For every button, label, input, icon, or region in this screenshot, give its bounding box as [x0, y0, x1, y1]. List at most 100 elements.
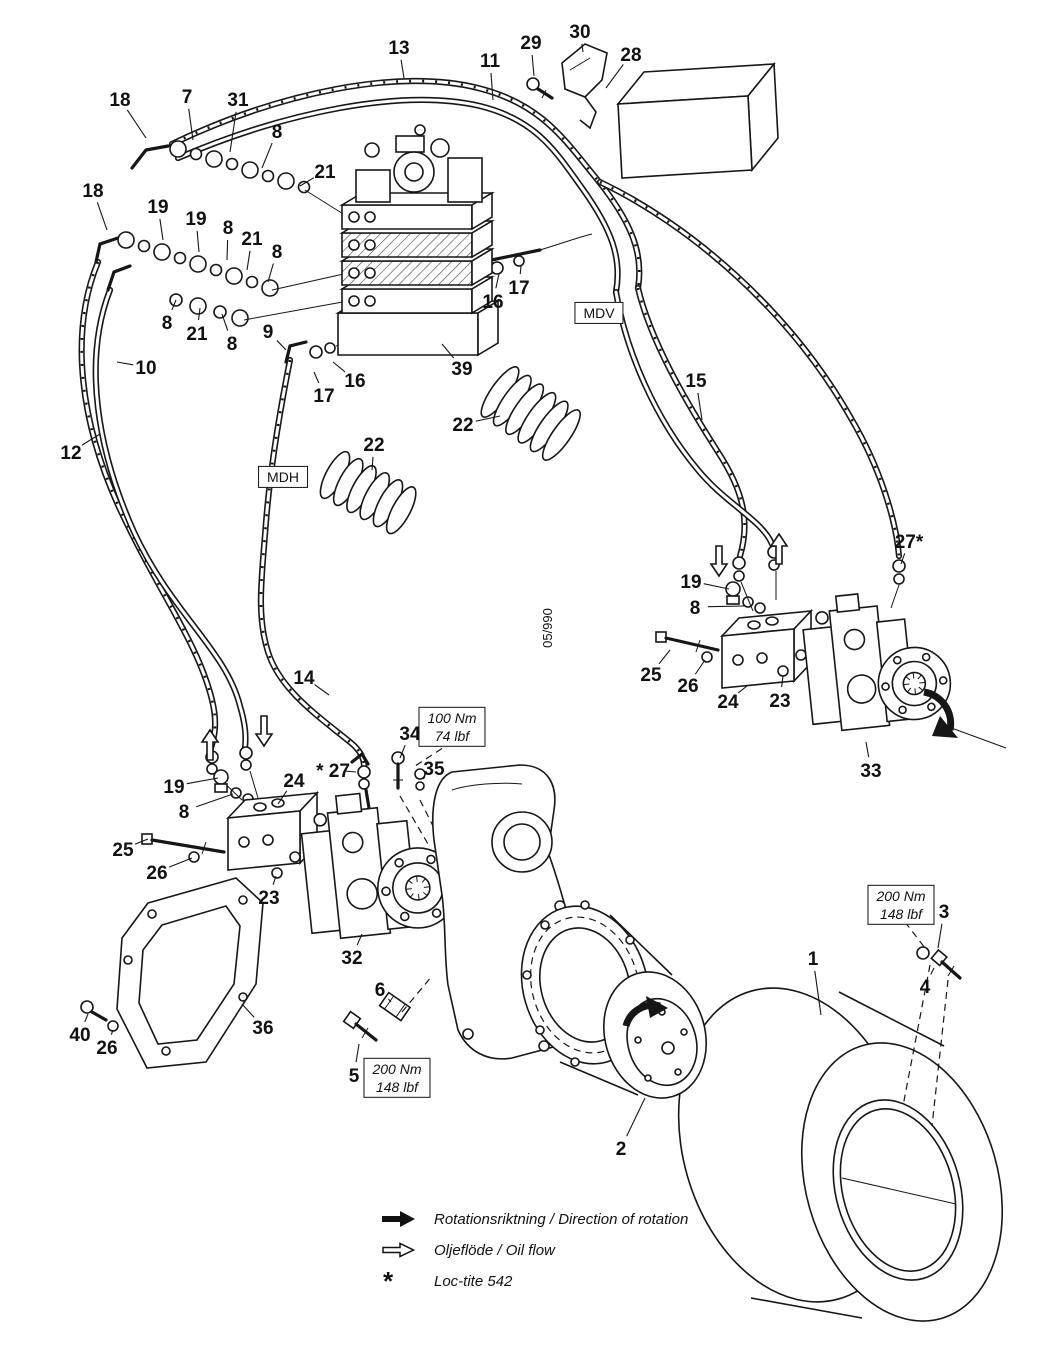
legend-row-rotation: Rotationsriktning / Direction of rotatio…	[382, 1206, 688, 1232]
callout-7: 7	[182, 87, 193, 108]
elbow-fitting-27-left	[350, 751, 372, 816]
leader-line	[159, 218, 164, 241]
leader-line	[626, 1097, 646, 1137]
callout-29: 29	[520, 33, 541, 54]
leader-line	[519, 265, 522, 275]
callout-27: * 27	[316, 761, 350, 782]
callout-19: 19	[680, 572, 701, 593]
leader-line	[221, 313, 229, 331]
legend-text-oil-flow: Oljeflöde / Oil flow	[434, 1241, 555, 1259]
leader-line	[81, 433, 101, 446]
leader-line	[900, 553, 906, 565]
leader-line	[314, 684, 330, 696]
wheel-hub	[520, 900, 707, 1099]
leader-line	[246, 250, 251, 271]
callout-30: 30	[569, 22, 590, 43]
callout-3: 3	[939, 902, 950, 923]
leader-line	[605, 64, 624, 89]
valve-block-left-24	[141, 769, 320, 879]
callout-11: 11	[480, 51, 501, 72]
valve-block-right-24	[655, 581, 814, 689]
leader-line	[930, 967, 935, 975]
leader-line	[171, 299, 177, 311]
leader-line	[96, 202, 108, 231]
direction-of-rotation-icon	[382, 1211, 418, 1227]
callout-2: 2	[616, 1139, 627, 1160]
leader-line	[441, 343, 455, 359]
callout-36: 36	[252, 1018, 273, 1039]
callout-21: 21	[186, 324, 208, 345]
callout-19: 19	[147, 197, 168, 218]
leader-line	[356, 933, 363, 946]
fitting-cluster-left	[94, 231, 349, 327]
callout-16: 16	[344, 371, 365, 392]
leader-line	[116, 361, 134, 366]
leader-line	[261, 142, 273, 169]
oil-flow-icon	[382, 1242, 418, 1258]
leader-line	[299, 177, 315, 187]
leader-line	[371, 456, 374, 471]
legend-text-rotation: Rotationsriktning / Direction of rotatio…	[434, 1210, 689, 1228]
leader-line	[188, 108, 194, 141]
callout-26: 26	[96, 1038, 117, 1059]
callout-40: 40	[69, 1025, 90, 1046]
callout-8: 8	[223, 218, 234, 239]
leader-line	[422, 776, 426, 780]
leader-line	[134, 838, 149, 845]
leader-line	[126, 109, 147, 139]
leader-line	[703, 583, 730, 590]
screw-29	[526, 77, 554, 100]
hose-guard-coil-right	[480, 366, 581, 461]
document-number: 05/990	[540, 608, 555, 648]
leader-line	[332, 361, 346, 373]
callout-10: 10	[135, 358, 156, 379]
callout-13: 13	[388, 38, 409, 59]
leader-line	[475, 415, 501, 422]
rotation-arrow-hub	[622, 996, 668, 1028]
callout-21: 21	[314, 162, 336, 183]
leader-line	[490, 72, 494, 101]
callout-19: 19	[185, 209, 206, 230]
callout-4: 4	[920, 977, 931, 998]
elbow-fitting-9	[284, 255, 525, 364]
callout-26: 26	[677, 676, 698, 697]
leader-line	[229, 111, 237, 153]
callout-18: 18	[109, 90, 130, 111]
callout-28: 28	[620, 45, 641, 66]
leader-lines	[81, 43, 943, 1137]
leader-line	[737, 685, 748, 694]
drum-wheel	[677, 964, 1004, 1322]
callout-8: 8	[272, 242, 283, 263]
callout-6: 6	[375, 980, 386, 1001]
callout-1: 1	[808, 949, 819, 970]
leader-line	[345, 770, 357, 773]
leader-line	[387, 998, 392, 1003]
callout-5: 5	[349, 1066, 360, 1087]
leader-line	[694, 659, 706, 675]
callout-16: 16	[482, 292, 503, 313]
callout-34: 34	[399, 724, 421, 745]
hose-end-fittings-right	[732, 545, 906, 612]
leader-line	[277, 790, 288, 805]
hose-guard-coil-left	[319, 450, 417, 535]
leader-line	[276, 340, 287, 351]
callout-18: 18	[82, 181, 103, 202]
leader-line	[226, 239, 229, 261]
callout-35: 35	[423, 759, 445, 780]
leader-line	[198, 307, 201, 321]
callout-15: 15	[685, 371, 707, 392]
legend-row-oil-flow: Oljeflöde / Oil flow	[382, 1237, 688, 1263]
leader-line	[196, 793, 234, 808]
hydraulic-motor-right-33	[802, 593, 952, 732]
callout-27: 27*	[895, 532, 924, 553]
oil-flow-arrows	[200, 532, 789, 761]
callout-32: 32	[341, 948, 362, 969]
legend: Rotationsriktning / Direction of rotatio…	[382, 1206, 688, 1294]
leader-line	[267, 263, 274, 283]
guard-plate-36	[116, 877, 264, 1069]
leader-line	[186, 777, 219, 785]
